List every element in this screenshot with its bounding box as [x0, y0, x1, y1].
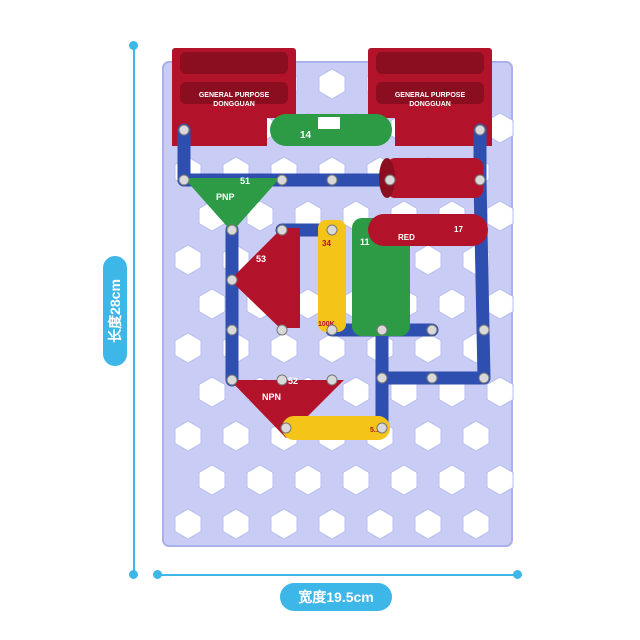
snap-stud	[478, 372, 490, 384]
snap-stud	[226, 224, 238, 236]
length-dimension-line	[133, 45, 135, 575]
snap-stud	[326, 174, 338, 186]
hex-hole	[318, 332, 346, 364]
hex-hole	[414, 332, 442, 364]
hex-hole	[174, 420, 202, 452]
npn-transistor-part: NPN 52	[230, 376, 344, 438]
snap-stud	[326, 324, 338, 336]
variable-resistor-number: 53	[256, 254, 266, 264]
width-dimension-end-left	[153, 570, 162, 579]
width-label-text: 宽度19.5cm	[298, 589, 374, 605]
snap-stud	[426, 372, 438, 384]
hex-hole	[462, 508, 490, 540]
snap-contacts	[178, 124, 490, 434]
led-part: RED 17	[368, 214, 488, 246]
resistor-100k-label: 100K	[318, 321, 335, 328]
battery-right-bottom-text: DONGGUAN	[409, 101, 451, 108]
resistor-100k-number: 34	[322, 239, 331, 248]
hex-hole	[174, 332, 202, 364]
hex-hole	[198, 376, 226, 408]
hex-hole	[462, 420, 490, 452]
width-dimension-line	[157, 574, 517, 576]
hex-hole	[438, 288, 466, 320]
led-number: 17	[454, 225, 463, 234]
led-text: RED	[398, 233, 415, 242]
hex-hole	[198, 288, 226, 320]
battery-holder-right: GENERAL PURPOSE DONGGUAN	[368, 48, 492, 146]
battery-right-top-text: GENERAL PURPOSE	[395, 92, 466, 99]
switch-part: 14	[270, 114, 392, 146]
snap-stud	[474, 124, 486, 136]
snap-stud	[326, 374, 338, 386]
length-dimension-end-bottom	[129, 570, 138, 579]
hex-hole	[366, 508, 394, 540]
snap-stud	[376, 372, 388, 384]
hex-hole	[414, 420, 442, 452]
capacitor-11-part: 11	[352, 218, 410, 336]
snap-stud	[178, 174, 190, 186]
snap-stud	[276, 174, 288, 186]
snap-stud	[376, 324, 388, 336]
snap-stud	[478, 324, 490, 336]
hex-hole	[486, 464, 514, 496]
hex-hole	[342, 376, 370, 408]
resistor-100k-part: 34 100K	[318, 220, 346, 332]
snap-stud	[376, 422, 388, 434]
hex-hole	[294, 464, 322, 496]
hex-hole	[438, 464, 466, 496]
battery-left-bottom-text: DONGGUAN	[213, 101, 255, 108]
hex-hole	[390, 464, 418, 496]
hex-hole	[414, 508, 442, 540]
hex-hole	[270, 508, 298, 540]
hex-hole	[342, 464, 370, 496]
snap-stud	[326, 224, 338, 236]
pnp-text: PNP	[216, 192, 235, 202]
snap-stud	[474, 174, 486, 186]
pnp-transistor-part: PNP 51	[184, 176, 280, 232]
capacitor-11-number: 11	[360, 237, 370, 247]
hex-hole	[198, 464, 226, 496]
hex-hole	[270, 332, 298, 364]
snap-stud	[384, 174, 396, 186]
snap-stud	[276, 324, 288, 336]
width-dimension-end-right	[513, 570, 522, 579]
snap-stud	[276, 374, 288, 386]
hex-hole	[174, 244, 202, 276]
npn-text: NPN	[262, 392, 281, 402]
variable-resistor-part: 53	[230, 228, 300, 330]
pnp-number: 51	[240, 176, 250, 186]
snap-stud	[226, 274, 238, 286]
switch-number: 14	[300, 130, 312, 141]
hex-hole	[246, 464, 274, 496]
length-dimension-end-top	[129, 41, 138, 50]
hex-hole	[318, 508, 346, 540]
snap-stud	[178, 124, 190, 136]
hex-hole	[174, 508, 202, 540]
snap-stud	[426, 324, 438, 336]
snap-stud	[280, 422, 292, 434]
snap-stud	[226, 374, 238, 386]
hex-hole	[318, 68, 346, 100]
battery-left-top-text: GENERAL PURPOSE	[199, 92, 270, 99]
hex-hole	[414, 244, 442, 276]
snap-stud	[276, 224, 288, 236]
hex-hole	[222, 420, 250, 452]
npn-number: 52	[288, 376, 298, 386]
snap-stud	[226, 324, 238, 336]
length-label: 长度28cm	[103, 256, 127, 366]
hex-hole	[486, 376, 514, 408]
width-label: 宽度19.5cm	[280, 583, 392, 611]
resistor-5k-part: 5.1K	[282, 416, 390, 440]
hex-hole	[222, 508, 250, 540]
